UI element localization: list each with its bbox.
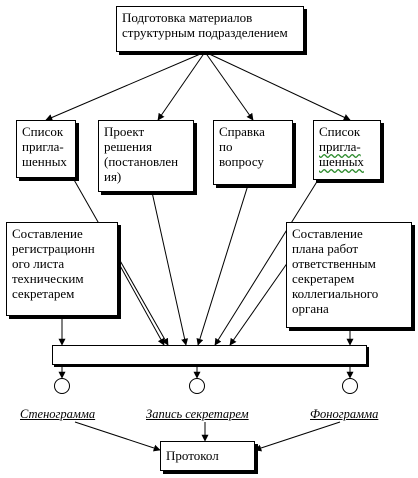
arrow-out-1-to-protocol: [74, 421, 161, 452]
arrow-top-to-doc-3: [204, 51, 254, 121]
arrow-doc-3-to-bar: [196, 184, 249, 346]
arrow-doc-2-to-bar: [151, 191, 189, 346]
invited-list-line-1: Список: [319, 124, 361, 139]
output-node-3: [342, 378, 358, 394]
arrow-top-to-doc-2: [157, 51, 206, 121]
registration-sheet-box: Составление регистрационн ого листа техн…: [6, 222, 118, 316]
invited-list-box-1: Список пригла- шенных: [16, 120, 76, 178]
output-node-1: [54, 378, 70, 394]
output-label-phonogram: Фонограмма: [310, 407, 379, 421]
question-reference-box: Справка по вопросу: [213, 120, 293, 185]
work-plan-box: Составление плана работ ответственным се…: [286, 222, 412, 328]
prepare-materials-box: Подготовка материалов структурным подраз…: [116, 6, 304, 52]
arrow-out-3-to-protocol: [254, 421, 341, 452]
draft-decision-box: Проект решения (постановлен ия): [98, 120, 194, 192]
output-label-secretary-record: Запись секретарем: [146, 407, 249, 421]
arrow-tech-to-bar-b: [117, 261, 165, 346]
merge-bar: [52, 345, 367, 365]
arrow-top-to-doc-1: [45, 51, 206, 121]
arrow-plan-to-bar-b: [229, 261, 289, 346]
output-node-2: [189, 378, 205, 394]
arrow-doc-1-to-bar: [72, 177, 169, 346]
protocol-box: Протокол: [160, 441, 255, 471]
arrow-doc-4-to-bar: [214, 179, 319, 346]
invited-list-line-2: пригла-: [319, 139, 361, 154]
invited-list-box-2: Список пригла- шенных: [313, 120, 381, 180]
output-label-shorthand: Стенограмма: [20, 407, 96, 421]
arrow-top-to-doc-4: [204, 51, 351, 121]
invited-list-line-3: шенных: [319, 154, 364, 169]
